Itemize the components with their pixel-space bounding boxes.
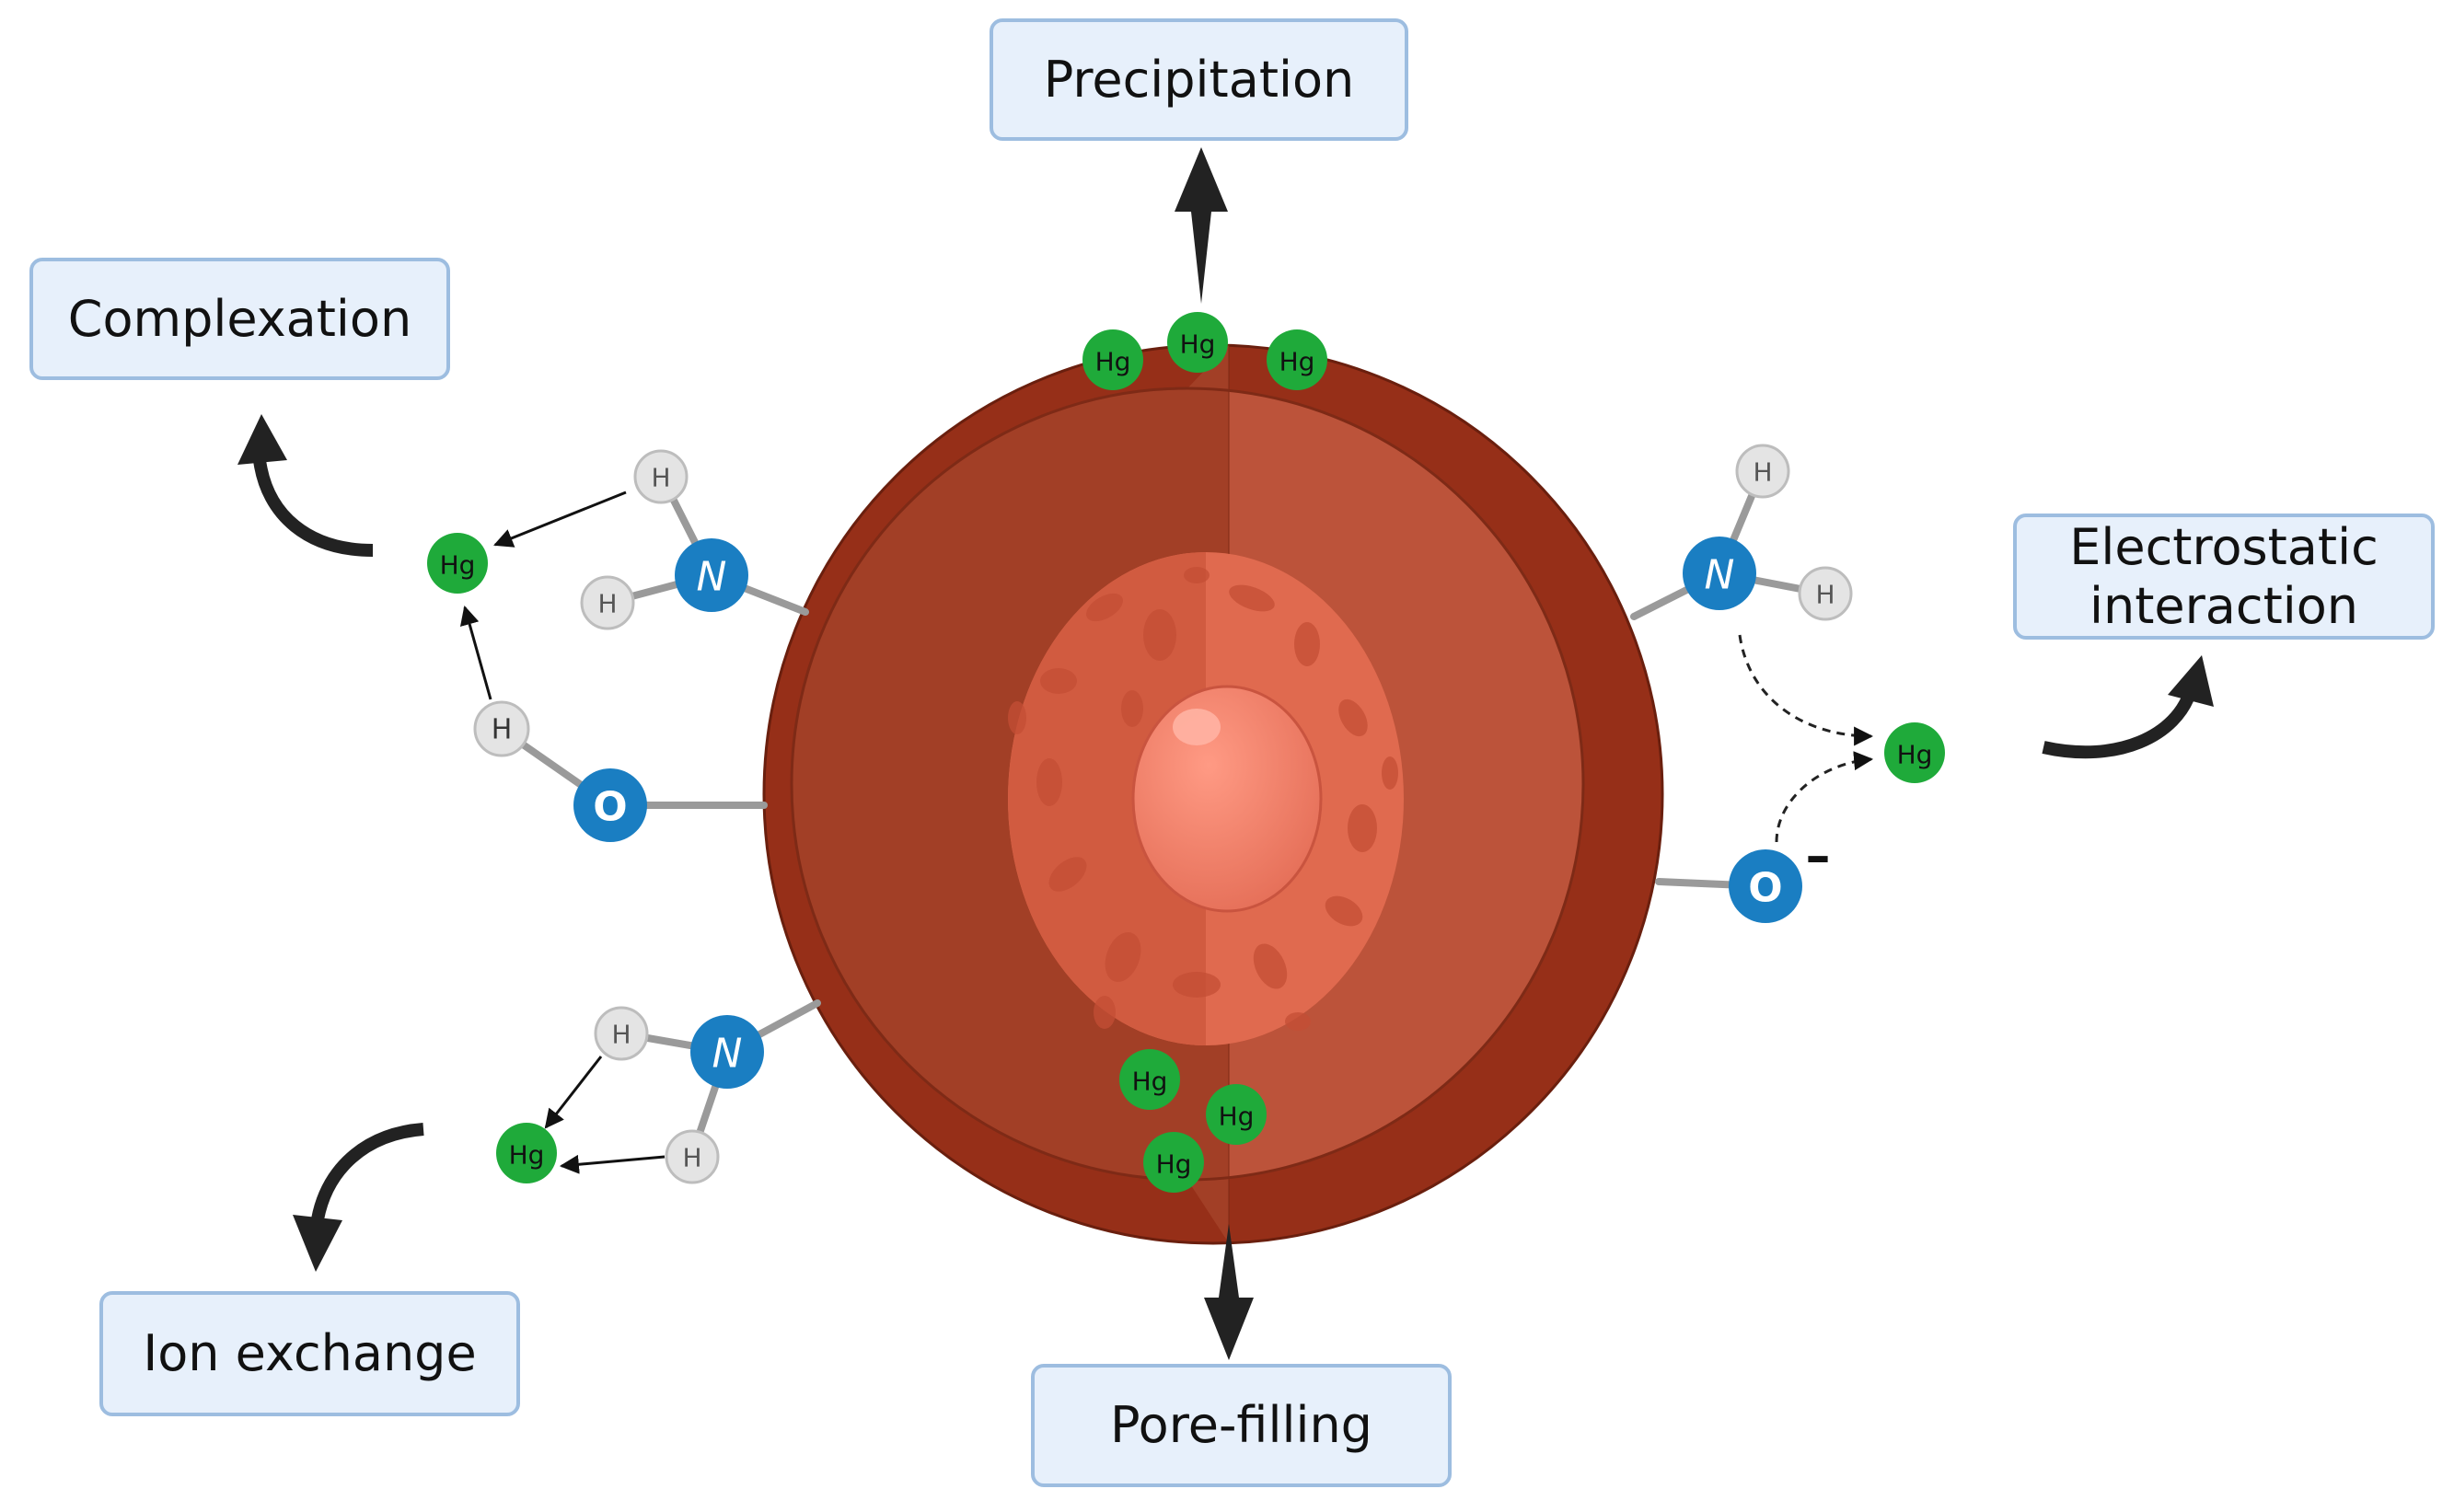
complexation-interaction-arrows xyxy=(459,491,627,700)
svg-text:Hg: Hg xyxy=(1219,1102,1255,1132)
complexation-label: Complexation xyxy=(67,289,412,348)
svg-text:N: N xyxy=(712,1031,743,1078)
adsorbent-particle xyxy=(762,343,1664,1245)
electrostatic-interaction-label-box: Electrostatic interaction xyxy=(2013,514,2435,640)
svg-text:Hg: Hg xyxy=(1180,329,1216,360)
nitrogen-atom: N xyxy=(690,1015,764,1089)
electrostatic-dashed-arrows xyxy=(1738,634,1874,843)
svg-text:H: H xyxy=(651,463,670,493)
svg-text:Hg: Hg xyxy=(1095,347,1131,377)
hg-atom: Hg xyxy=(1143,1132,1204,1193)
svg-text:N: N xyxy=(697,554,727,601)
hydrogen-atom: H xyxy=(594,1006,649,1061)
hydrogen-atom: H xyxy=(1798,566,1853,621)
ion-exchange-curved-arrow xyxy=(293,1123,424,1272)
electrostatic-label-line1: Electrostatic xyxy=(2069,517,2379,576)
precipitation-label-box: Precipitation xyxy=(990,18,1408,141)
particle-core xyxy=(1131,685,1323,913)
svg-text:H: H xyxy=(597,589,617,619)
pore-filling-label-box: Pore-filling xyxy=(1031,1364,1452,1487)
oxygen-anion: O – xyxy=(1729,827,1831,923)
ion-exchange-interaction-arrows xyxy=(544,1056,666,1174)
complexation-curved-arrow xyxy=(237,414,374,557)
svg-text:Hg: Hg xyxy=(440,550,476,581)
hydrogen-atom: H xyxy=(665,1129,720,1184)
hg-atom: Hg xyxy=(1082,329,1143,390)
hydrogen-atom: H xyxy=(633,449,689,504)
pore-filling-label: Pore-filling xyxy=(1110,1396,1372,1455)
svg-text:H: H xyxy=(1815,580,1835,610)
hydrogen-atom: H xyxy=(473,700,530,757)
complexation-label-box: Complexation xyxy=(29,258,450,380)
ion-exchange-label-box: Ion exchange xyxy=(99,1291,520,1416)
svg-text:N: N xyxy=(1705,552,1735,599)
svg-text:Hg: Hg xyxy=(1132,1067,1168,1097)
negative-charge: – xyxy=(1806,827,1831,885)
svg-text:Hg: Hg xyxy=(1156,1149,1192,1180)
electrostatic-label-line2: interaction xyxy=(2089,576,2359,635)
hg-atom: Hg xyxy=(1206,1084,1267,1145)
precipitation-label: Precipitation xyxy=(1043,50,1355,109)
nitrogen-atom: N xyxy=(675,538,748,612)
svg-text:Hg: Hg xyxy=(1279,347,1315,377)
complexation-bonds xyxy=(501,475,809,809)
hg-atom: Hg xyxy=(1167,312,1228,373)
ion-exchange-label: Ion exchange xyxy=(143,1324,477,1383)
svg-text:H: H xyxy=(682,1143,701,1173)
svg-text:H: H xyxy=(492,714,513,746)
pore-filling-arrow xyxy=(1204,1224,1254,1360)
svg-text:Hg: Hg xyxy=(509,1140,545,1171)
electrostatic-curved-arrow xyxy=(2042,655,2214,759)
hg-atom: Hg xyxy=(1119,1049,1180,1110)
hydrogen-atom: H xyxy=(580,575,635,630)
svg-text:H: H xyxy=(611,1020,631,1050)
precipitation-arrow xyxy=(1175,147,1228,304)
hg-atom: Hg xyxy=(1267,329,1327,390)
hg-atom: Hg xyxy=(496,1123,557,1183)
hg-atom: Hg xyxy=(1884,722,1945,783)
svg-text:H: H xyxy=(1753,457,1772,488)
hydrogen-atom: H xyxy=(1735,444,1790,499)
svg-text:Hg: Hg xyxy=(1897,740,1933,770)
oxygen-atom: O xyxy=(573,768,647,842)
nitrogen-atom: N xyxy=(1683,537,1756,610)
svg-text:O: O xyxy=(1748,865,1782,912)
svg-text:O: O xyxy=(593,784,627,831)
hg-atom: Hg xyxy=(427,533,488,594)
